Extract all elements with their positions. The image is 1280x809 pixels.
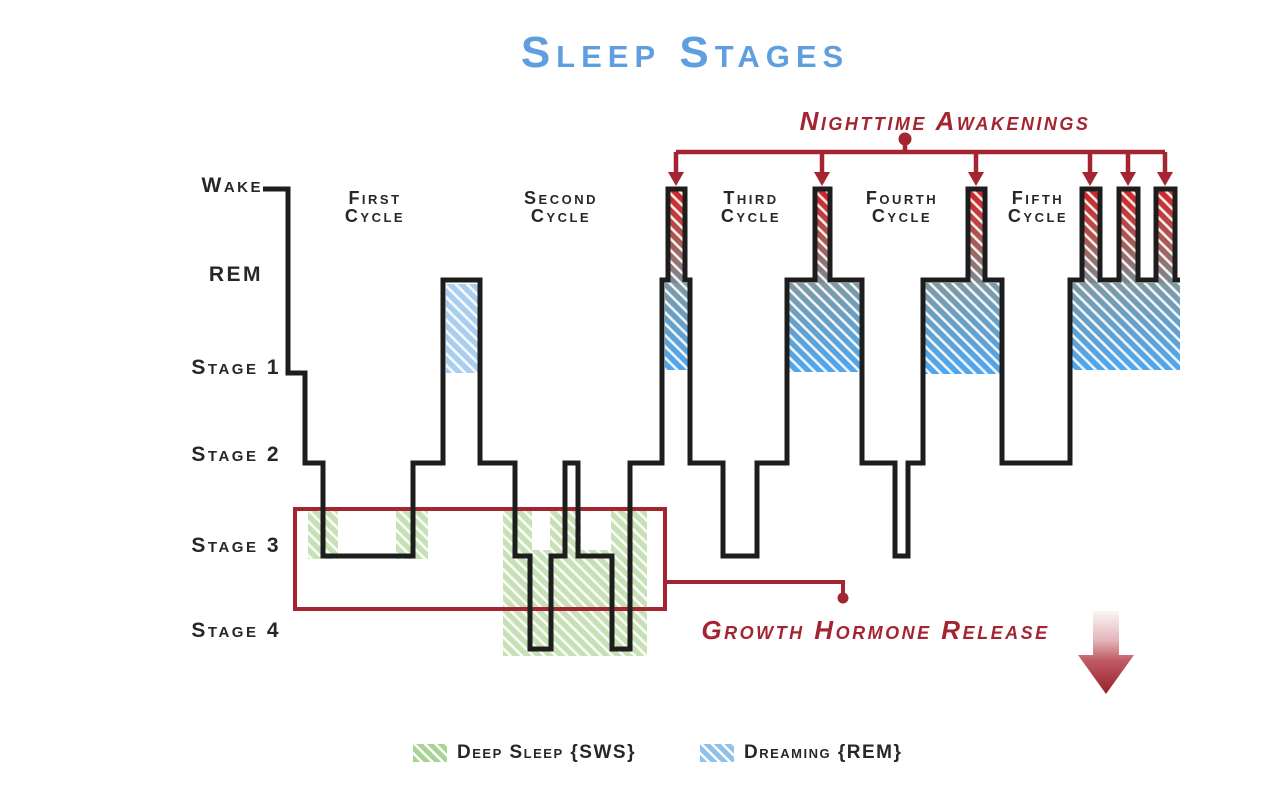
deep-sleep-fill-layer bbox=[308, 510, 647, 656]
cycle-label-second: Second Cycle bbox=[524, 188, 598, 226]
nighttime-awakenings-label: Nighttime Awakenings bbox=[799, 106, 1091, 136]
growth-hormone-connector bbox=[665, 580, 849, 604]
legend-label-deep-sleep: Deep Sleep {SWS} bbox=[457, 742, 636, 763]
dreaming-swatch-icon bbox=[700, 744, 734, 762]
hypnogram-step-line bbox=[263, 186, 1180, 652]
rem-dreaming-fill-layer bbox=[446, 283, 1180, 374]
legend-label-dreaming: Dreaming {REM} bbox=[744, 742, 903, 763]
legend-item-deep-sleep: Deep Sleep {SWS} bbox=[413, 742, 636, 763]
axis-label-wake: Wake bbox=[201, 174, 263, 197]
axis-label-stage4: Stage 4 bbox=[191, 619, 281, 642]
cycle-label-fifth: Fifth Cycle bbox=[1007, 188, 1069, 226]
growth-hormone-box bbox=[293, 507, 667, 611]
axis-label-stage1: Stage 1 bbox=[191, 356, 281, 379]
axis-label-stage2: Stage 2 bbox=[191, 443, 281, 466]
cycle-label-fourth: Fourth Cycle bbox=[865, 188, 939, 226]
axis-label-rem: REM bbox=[208, 263, 263, 286]
growth-hormone-release-label: Growth Hormone Release bbox=[701, 615, 1050, 645]
cycle-label-first: First Cycle bbox=[344, 188, 406, 226]
nighttime-awakenings-bracket bbox=[668, 132, 1173, 186]
legend-item-dreaming: Dreaming {REM} bbox=[700, 742, 903, 763]
cycle-label-third: Third Cycle bbox=[720, 188, 782, 226]
awakening-spike-fill-layer bbox=[670, 191, 1173, 283]
axis-label-stage3: Stage 3 bbox=[191, 534, 281, 557]
red-down-arrow bbox=[1078, 611, 1134, 694]
deep-sleep-swatch-icon bbox=[413, 744, 447, 762]
page-title: Sleep Stages bbox=[520, 28, 850, 77]
